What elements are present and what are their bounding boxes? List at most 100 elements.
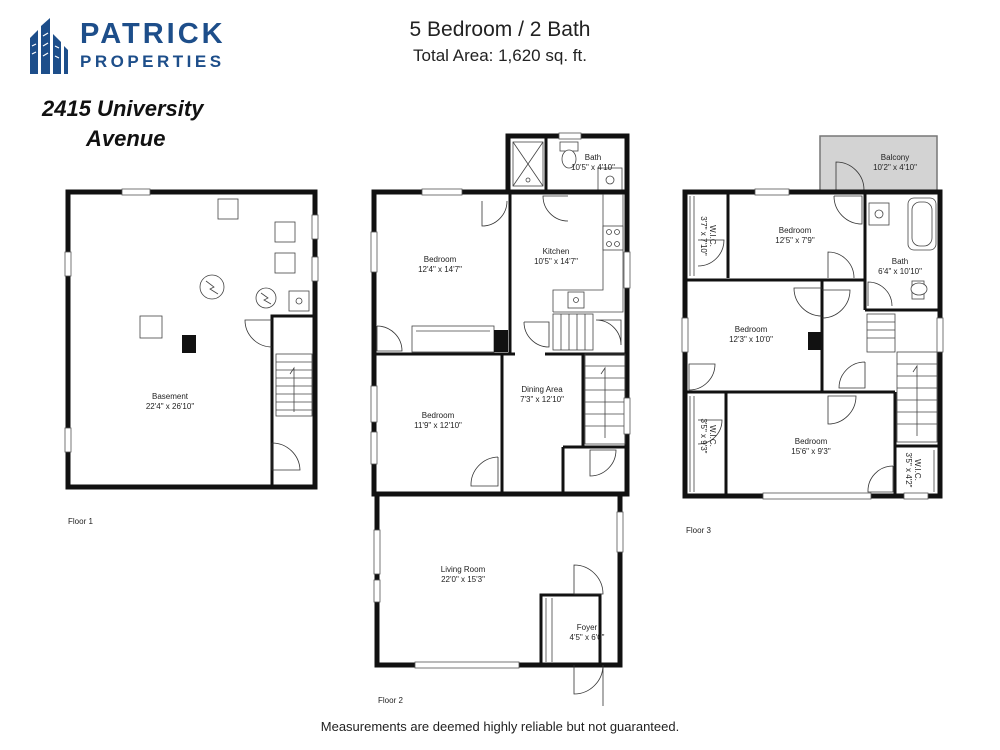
window [558,132,582,140]
equipment-box [274,252,296,274]
staircase [866,313,938,443]
door [573,564,604,595]
door [793,287,823,317]
window [311,256,319,282]
door [589,449,617,477]
total-area: Total Area: 1,620 sq. ft. [413,46,587,65]
window [121,188,151,196]
company-logo-icon [30,18,68,74]
window [936,317,944,353]
floor-label: Floor 1 [68,517,93,526]
window [373,529,381,575]
page-title: 5 Bedroom / 2 Bath [409,18,591,41]
room-name: Balcony [881,153,909,162]
bathtub-icon [907,197,937,251]
room-name: Bedroom [422,411,455,420]
sink-icon [868,202,890,226]
window [64,251,72,277]
brand-name: PATRICK [80,18,226,50]
room-dimensions: 10'5" x 4'10" [571,163,615,172]
window [421,188,463,196]
floor-label: Floor 3 [686,526,711,535]
toilet-icon [561,149,577,169]
room-name: Basement [152,392,189,401]
room-dimensions: 15'6" x 9'3" [791,447,831,456]
room-name: Living Room [441,565,486,574]
room-dimensions: 6'4" x 10'10" [878,267,922,276]
room-dimensions: 7'3" x 12'10" [520,395,564,404]
room-dimensions: 3'5" x 9'3" [699,419,708,454]
disclaimer: Measurements are deemed highly reliable … [320,719,680,734]
window [616,511,624,553]
window [373,579,381,603]
room-name: Bedroom [795,437,828,446]
room-name: Bedroom [779,226,812,235]
window [311,214,319,240]
room-name: Dining Area [521,385,563,394]
address-line-1: 2415 University [42,96,204,121]
window [370,231,378,273]
floor-2-plan: Bath 10'5" x 4'10" [370,132,631,706]
toilet-icon [910,282,928,296]
window [754,188,790,196]
window [414,661,520,669]
door [867,465,894,493]
door [827,395,857,425]
door [688,363,716,391]
address-line-2: Avenue [86,126,166,151]
room-name: Bedroom [424,255,457,264]
chimney [808,332,822,350]
room-dimensions: 10'5" x 14'7" [534,257,578,266]
room-dimensions: 3'5" x 4'2" [904,453,913,488]
door [821,289,851,319]
door [835,161,865,191]
door [244,319,273,348]
room-dimensions: 10'2" x 4'10" [873,163,917,172]
door [523,321,550,348]
door [697,239,725,267]
floor-1-plan: Basement 22'4" x 26'10" Floor 1 [64,188,319,526]
door [827,251,855,279]
room-name: Foyer [577,623,598,632]
door [838,361,866,389]
window [762,492,872,500]
staircase [275,353,313,417]
door [376,325,403,352]
stove-icon [602,225,624,251]
window [370,431,378,465]
window [903,492,929,500]
room-name: Kitchen [543,247,570,256]
room-dimensions: 4'5" x 6'0" [570,633,605,642]
window [64,427,72,453]
door [542,195,569,222]
window [370,385,378,423]
room-name: Bath [892,257,908,266]
room-dimensions: 22'0" x 15'3" [441,575,485,584]
sink-icon [567,291,585,309]
window [623,251,631,289]
door [595,319,622,346]
room-dimensions: 22'4" x 26'10" [146,402,194,411]
chimney [494,330,508,352]
staircase [552,313,626,445]
floor-label: Floor 2 [378,696,403,705]
window [623,397,631,435]
floor-3-plan: Balcony 10'2" x 4'10" [681,135,944,535]
door [867,281,893,307]
door [573,664,604,695]
window [681,317,689,353]
chimney [182,335,196,353]
furnace-icon [255,287,277,309]
room-name: Bath [585,153,601,162]
room-dimensions: 11'9" x 12'10" [414,421,462,430]
room-dimensions: 3'7" x 7'10" [699,216,708,256]
room-name: Bedroom [735,325,768,334]
door [470,456,499,487]
equipment-box [217,198,239,220]
brand-subname: PROPERTIES [80,52,225,71]
room-dimensions: 12'3" x 10'0" [729,335,773,344]
equipment-box [274,221,296,243]
door [271,442,301,471]
room-dimensions: 12'5" x 7'9" [775,236,815,245]
